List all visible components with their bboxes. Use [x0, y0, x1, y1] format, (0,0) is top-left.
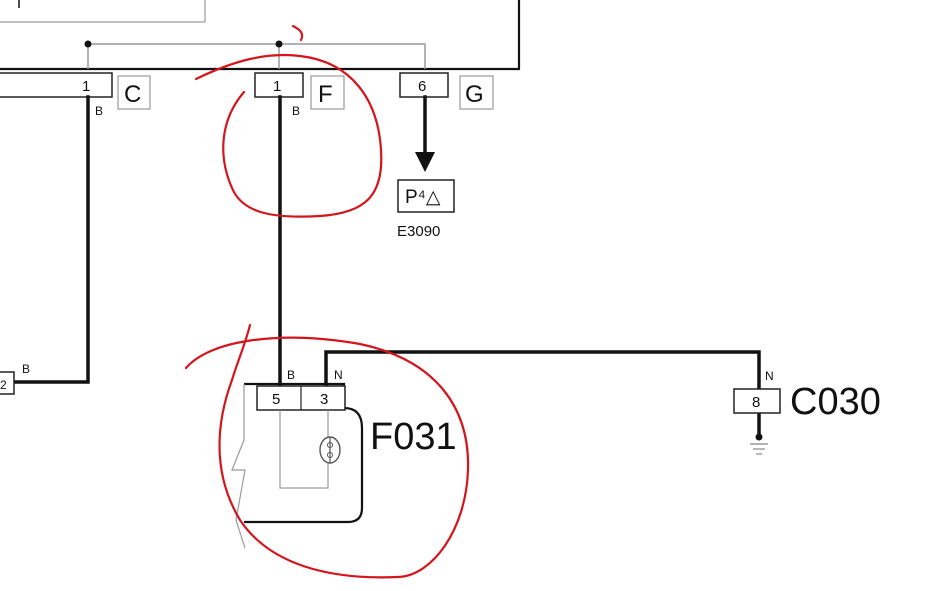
c030-pin: 8 [752, 394, 760, 411]
wire-color-label: B [292, 104, 300, 118]
wire-color-label: N [765, 369, 774, 383]
left-connector-pin: 2 [0, 378, 7, 392]
connector-g: 6 G [399, 72, 494, 110]
connector-f: 1 F B [254, 72, 345, 118]
connector-g-label: G [465, 81, 484, 108]
f031-label: F031 [370, 416, 457, 458]
connector-c-label: C [124, 81, 141, 108]
internal-bus [84, 40, 426, 69]
component-f031: 5 3 B N F031 [231, 368, 457, 549]
annotation-stroke [291, 24, 304, 42]
ecu-module-outline [0, 0, 521, 71]
arrow-icon [415, 152, 435, 172]
red-annotations [184, 24, 470, 579]
connector-f-label: F [318, 81, 333, 108]
f031-pin: 3 [320, 391, 328, 408]
wires [12, 95, 761, 438]
connector-c-pin: 1 [82, 78, 90, 95]
annotation-circle [184, 323, 470, 579]
wire-color-label: N [334, 368, 343, 382]
f031-pin: 5 [272, 391, 280, 408]
junction-dot [275, 40, 283, 48]
warning-lamp: P⁴△ E3090 [397, 179, 455, 240]
wire-color-label: B [22, 362, 30, 376]
left-connector: 2 B [0, 362, 30, 395]
wire-color-label: B [287, 368, 295, 382]
pressure-switch-icon [319, 436, 341, 464]
connector-f-pin: 1 [273, 78, 281, 95]
annotation-circle [194, 53, 383, 218]
wire-color-label: B [95, 104, 103, 118]
connector-g-pin: 6 [418, 78, 426, 95]
ground-icon [750, 443, 768, 455]
c030-label: C030 [790, 381, 881, 423]
connector-c: 1 C B [0, 72, 151, 118]
warning-lamp-icon: P⁴△ [405, 187, 441, 208]
junction-dot [84, 40, 92, 48]
warning-lamp-code: E3090 [397, 223, 440, 240]
ground-c030: 8 N C030 [733, 369, 881, 455]
